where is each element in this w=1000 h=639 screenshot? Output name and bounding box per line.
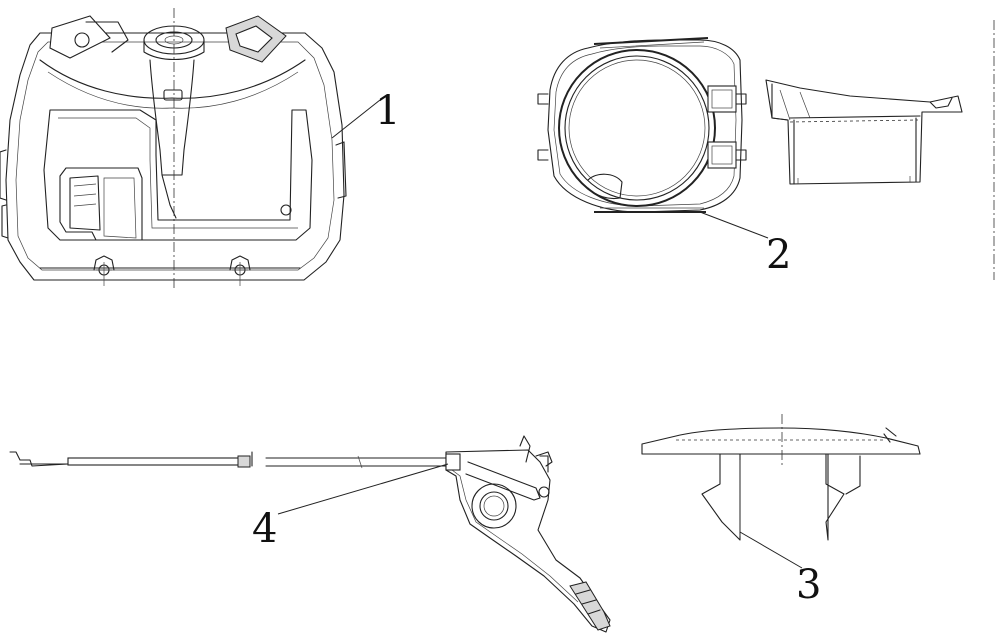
part-1-housing: [0, 8, 347, 290]
part-4-lever-assembly: [9, 435, 611, 633]
leader-line-3: [739, 531, 803, 569]
callout-3: 3: [796, 562, 821, 608]
callout-1: 1: [375, 88, 400, 134]
part-2-bracket: [537, 37, 747, 213]
leader-line-1: [331, 99, 381, 139]
callout-2: 2: [766, 232, 791, 278]
part-3-clip: [641, 414, 921, 541]
leader-line-2: [699, 211, 769, 239]
callout-4: 4: [252, 506, 277, 552]
leader-line-4: [277, 463, 449, 515]
part-2-cup: [765, 20, 995, 280]
